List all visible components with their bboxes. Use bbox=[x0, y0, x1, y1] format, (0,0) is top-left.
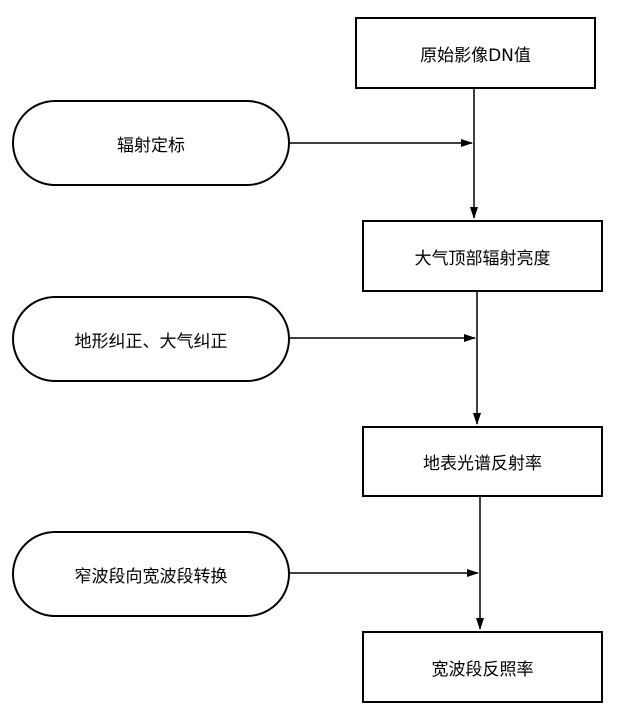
process-narrow-to-broadband: 窄波段向宽波段转换 bbox=[12, 531, 290, 617]
process-radiometric-calibration: 辐射定标 bbox=[12, 100, 290, 186]
node-raw-dn: 原始影像DN值 bbox=[355, 17, 596, 89]
node-toa-radiance: 大气顶部辐射亮度 bbox=[362, 220, 603, 292]
node-broadband-albedo: 宽波段反照率 bbox=[362, 631, 603, 703]
node-surface-reflectance: 地表光谱反射率 bbox=[362, 426, 603, 497]
process-terrain-atmospheric-correction: 地形纠正、大气纠正 bbox=[12, 296, 290, 382]
